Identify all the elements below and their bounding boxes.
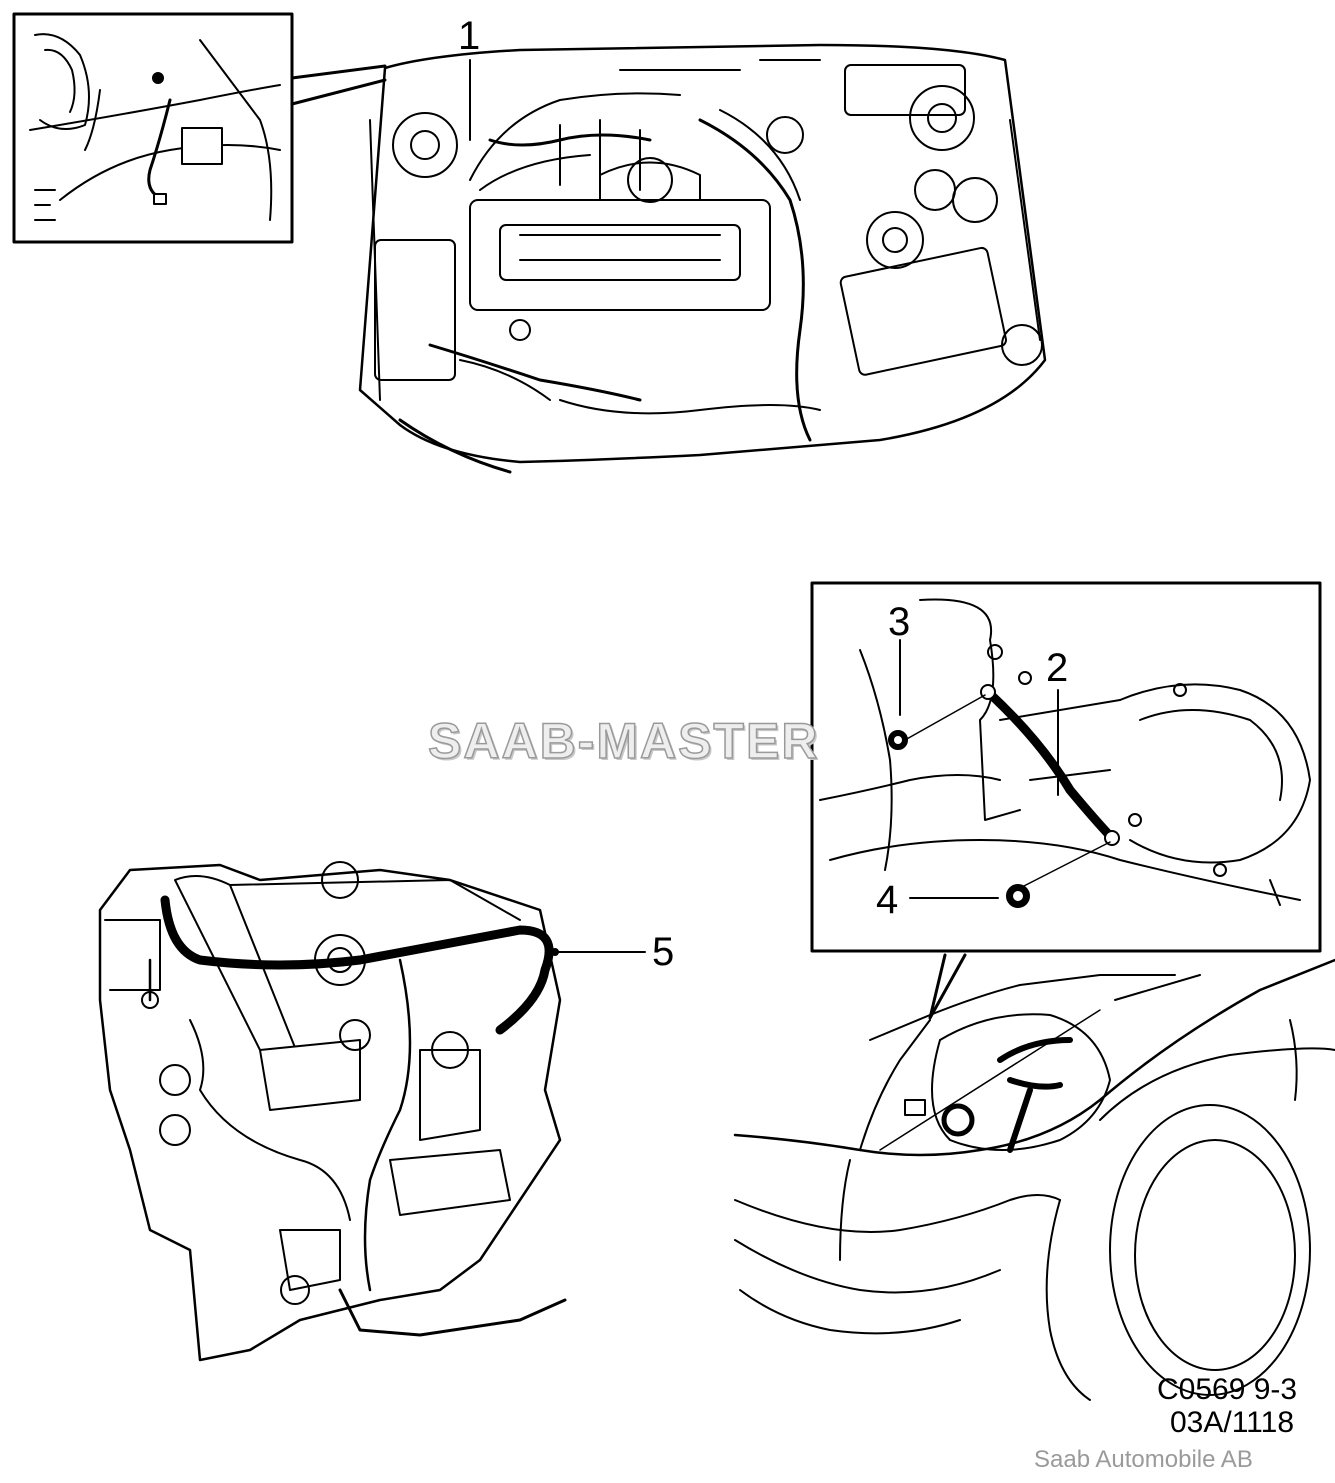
engine-bay-overview: [358, 43, 1047, 474]
watermark: SAAB-MASTER: [427, 712, 820, 770]
callout-1: 1: [458, 14, 481, 58]
callout-4: 4: [876, 878, 899, 922]
copyright-footer: Saab Automobile AB: [1034, 1446, 1253, 1473]
callout-5-dot: [551, 948, 559, 956]
callout-5: 5: [652, 930, 675, 974]
callout-4-line: [1019, 841, 1111, 889]
callout-3-line: [904, 694, 986, 741]
car-front-view: [733, 958, 1335, 1401]
reference-sheet: 03A/1118: [1170, 1406, 1294, 1439]
headlamp-bracket-inset: [810, 581, 1322, 953]
callout-3: 3: [888, 600, 911, 644]
interior-detail-inset: [12, 12, 387, 244]
reference-code: C0569 9-3: [1157, 1373, 1298, 1406]
engine-block-detail: [98, 861, 567, 1362]
callout-2: 2: [1046, 646, 1069, 690]
inset-pointer: [928, 953, 967, 1020]
